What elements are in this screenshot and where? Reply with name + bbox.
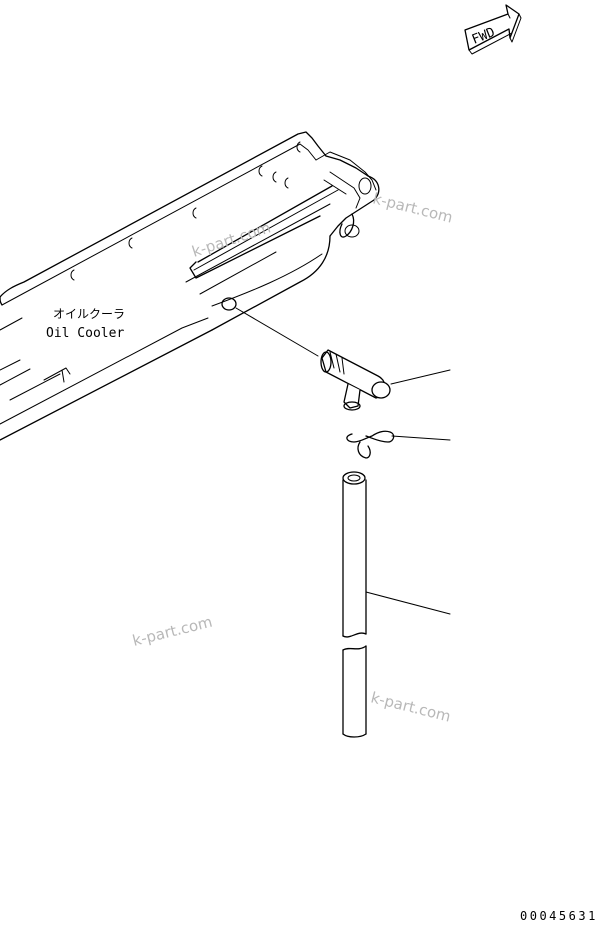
watermark-1: k-part.com: [190, 218, 273, 260]
leader-line-clip: [391, 435, 451, 441]
oil-cooler-label-jp: オイルクーラ: [53, 307, 125, 321]
fwd-label: FWD: [470, 25, 498, 48]
oil-cooler-label-en: Oil Cooler: [46, 326, 124, 341]
connection-line: [235, 307, 319, 357]
leader-line-cock: [390, 369, 451, 385]
watermark-4: k-part.com: [369, 688, 453, 725]
drain-port: [221, 297, 237, 311]
drain-cock: [320, 349, 391, 411]
fwd-arrow-icon: FWD: [464, 4, 522, 55]
watermark-2: k-part.com: [371, 189, 455, 226]
drawing-number: 00045631: [520, 909, 598, 923]
watermark-3: k-part.com: [131, 613, 215, 650]
drain-hose: [342, 471, 367, 738]
leader-line-hose: [365, 591, 451, 615]
hose-clip: [346, 430, 395, 459]
oil-cooler-frame: [0, 131, 380, 441]
